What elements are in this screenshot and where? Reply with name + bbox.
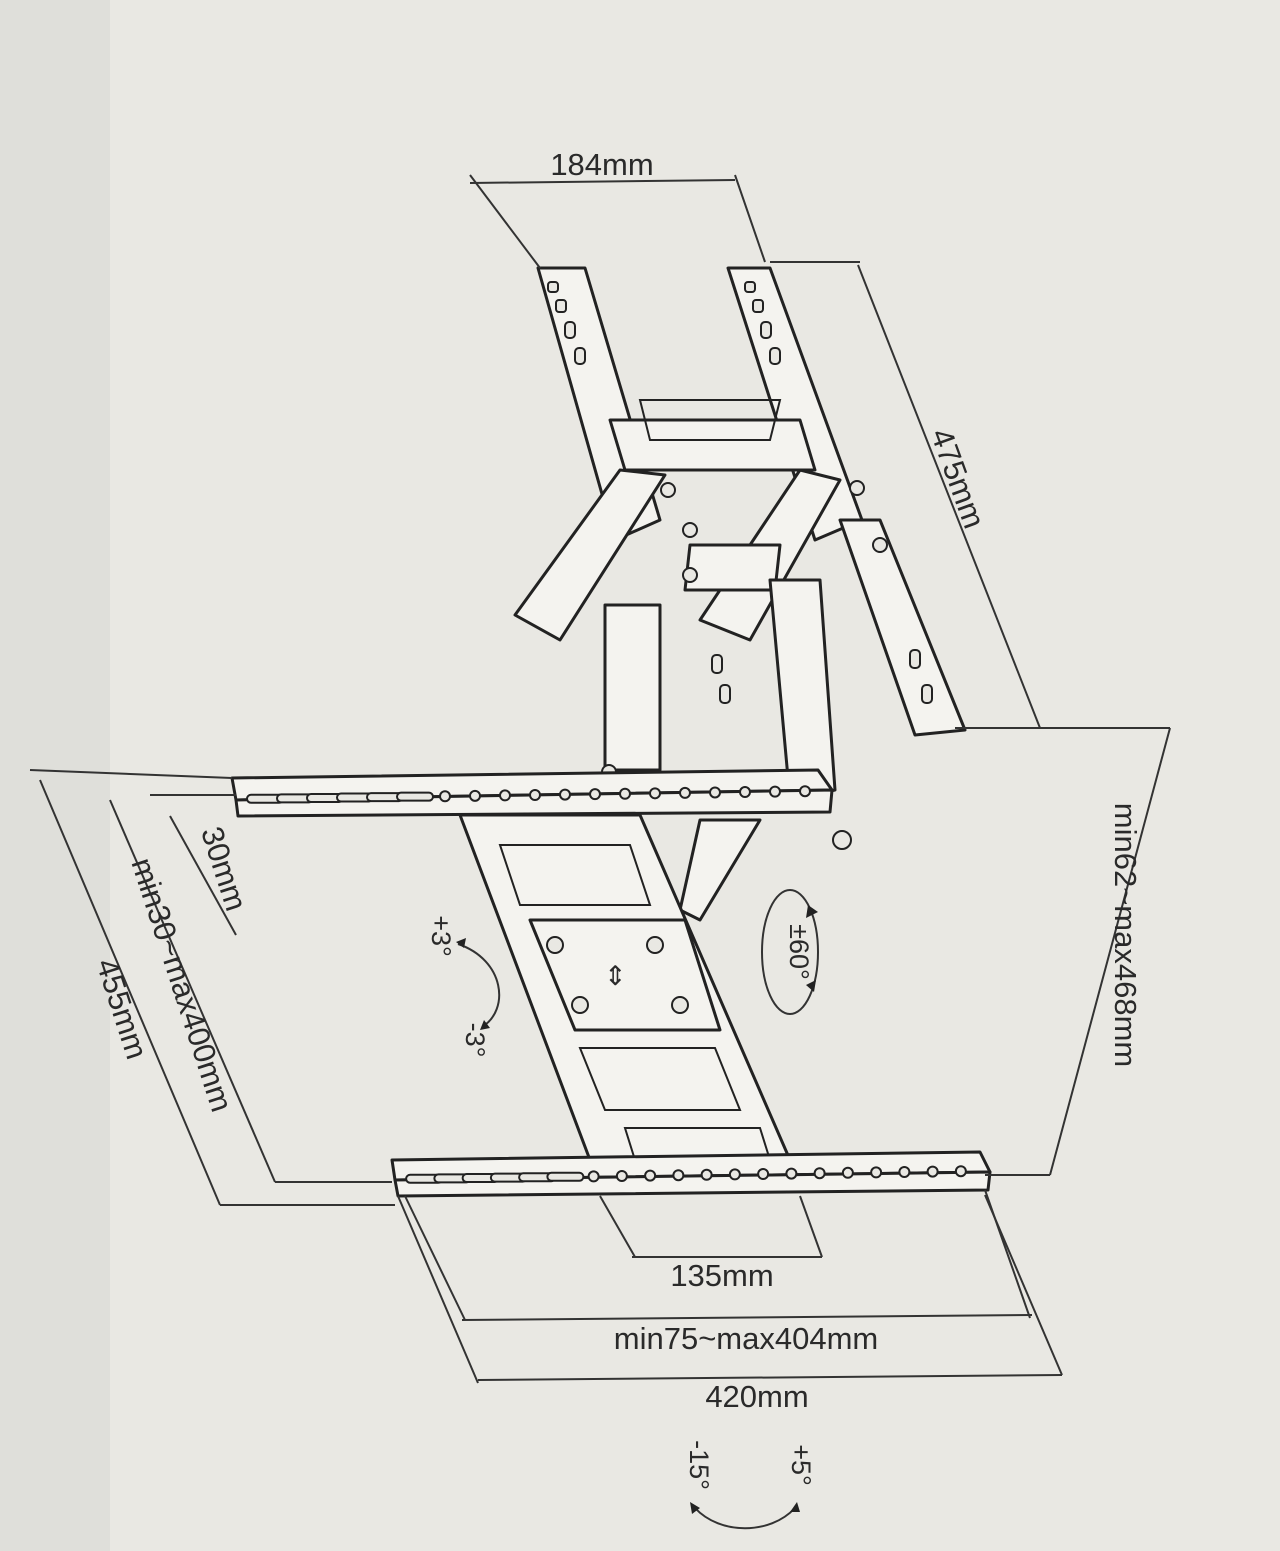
horizontal-spacing-label: min75~max404mm — [614, 1321, 878, 1356]
rail-hole — [469, 789, 481, 802]
rail-hole — [546, 1171, 585, 1182]
rail-hole — [619, 787, 631, 800]
rail-hole — [739, 786, 751, 799]
rail-hole — [728, 1168, 741, 1181]
rail-hole — [841, 1166, 854, 1179]
rail-hole — [439, 790, 451, 803]
rail-hole — [926, 1165, 939, 1178]
rail-hole — [813, 1167, 826, 1180]
tilt-minus-label: -3° — [460, 1023, 490, 1058]
rail-hole — [769, 785, 781, 798]
level-plus-label: +5° — [786, 1444, 816, 1486]
rail-hole — [757, 1168, 770, 1180]
tilt-plus-label: +3° — [426, 915, 456, 957]
rail-hole — [499, 789, 511, 802]
top-rail — [230, 768, 834, 818]
bottom-rail — [390, 1150, 992, 1198]
dimension-lines — [29, 174, 1171, 1384]
rail-hole — [954, 1165, 967, 1178]
rail-hole — [898, 1166, 911, 1178]
rail-hole — [870, 1166, 883, 1179]
tilt-arrow — [456, 938, 501, 1030]
swivel-arrow — [761, 889, 819, 1015]
rail-hole — [799, 785, 811, 798]
swivel-label: ±60° — [784, 924, 814, 980]
tv-bracket: ⇕ — [458, 813, 792, 1162]
level-minus-label: -15° — [684, 1440, 714, 1490]
rail-hole — [559, 788, 571, 801]
rail-hole — [649, 787, 661, 800]
total-width-label: 420mm — [705, 1379, 808, 1414]
rail-hole — [644, 1169, 657, 1182]
rail-hole — [529, 789, 541, 801]
rail-hole — [587, 1170, 600, 1183]
rail-hole — [396, 791, 434, 802]
level-arrow — [690, 1502, 800, 1530]
swing-arms — [513, 468, 967, 922]
rail-hole — [615, 1170, 628, 1182]
rail-hole — [709, 786, 721, 799]
rail-hole — [700, 1168, 713, 1181]
center-spacing-label: 135mm — [670, 1258, 773, 1293]
top-width-label: 184mm — [550, 147, 653, 182]
svg-text:⇕: ⇕ — [604, 961, 627, 991]
rail-hole — [785, 1167, 798, 1180]
extension-label: min62~max468mm — [1108, 803, 1143, 1067]
rail-hole — [679, 786, 691, 799]
rail-hole — [589, 788, 601, 801]
rail-hole — [672, 1169, 685, 1182]
